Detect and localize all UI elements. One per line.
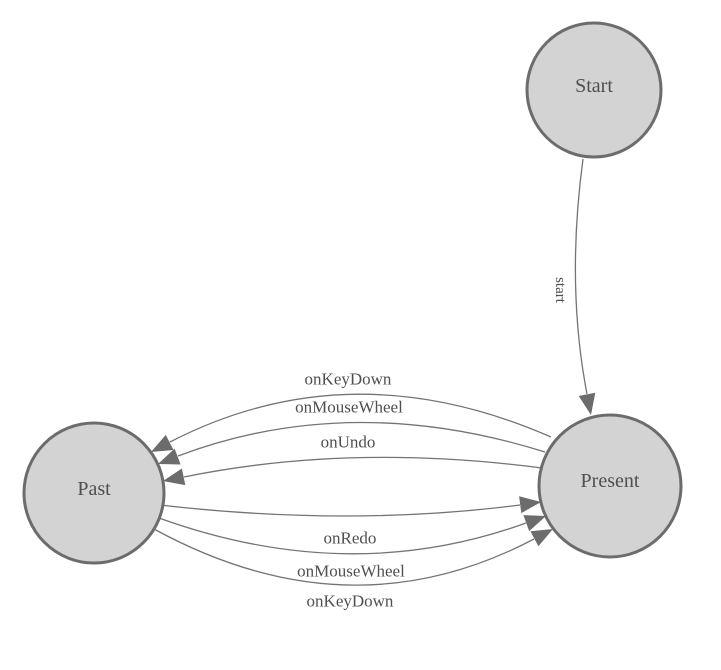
edge-present-to-past-onundo	[183, 456, 543, 478]
arrowhead-past-to-present-onkeydown	[530, 529, 553, 547]
state-label-past: Past	[77, 478, 111, 500]
state-node-past	[22, 421, 166, 565]
edge-past-to-present-onkeydown	[153, 528, 535, 586]
edge-label-onkeydown-top: onKeyDown	[305, 370, 392, 389]
edge-label-onmousewheel-top: onMouseWheel	[295, 398, 403, 417]
edge-label-onkeydown-bottom: onKeyDown	[307, 592, 394, 611]
edge-label-onredo: onRedo	[324, 529, 377, 548]
arrowhead-past-to-present-onredo	[519, 496, 541, 514]
state-node-start	[525, 21, 663, 159]
edge-start-to-present	[574, 158, 588, 395]
arrowhead-present-to-past-onmousewheel	[158, 448, 181, 465]
edge-label-onundo: onUndo	[321, 433, 376, 452]
arrowhead-past-to-present-onmousewheel	[523, 515, 546, 532]
arrowhead-present-to-past-onundo	[163, 468, 186, 486]
arrowhead-present-to-past-onkeydown	[151, 434, 174, 452]
state-node-present	[537, 413, 683, 559]
edge-label-onmousewheel-bottom: onMouseWheel	[297, 562, 405, 581]
arrowhead-start-to-present	[578, 392, 596, 415]
state-label-start: Start	[575, 75, 613, 97]
edge-present-to-past-onkeydown	[169, 393, 552, 443]
edge-label-start: start	[552, 277, 568, 304]
edge-present-to-past-onmousewheel	[177, 421, 546, 457]
edge-past-to-present-onredo	[159, 504, 521, 517]
edge-past-to-present-onmousewheel	[158, 517, 527, 555]
state-label-present: Present	[581, 470, 640, 492]
